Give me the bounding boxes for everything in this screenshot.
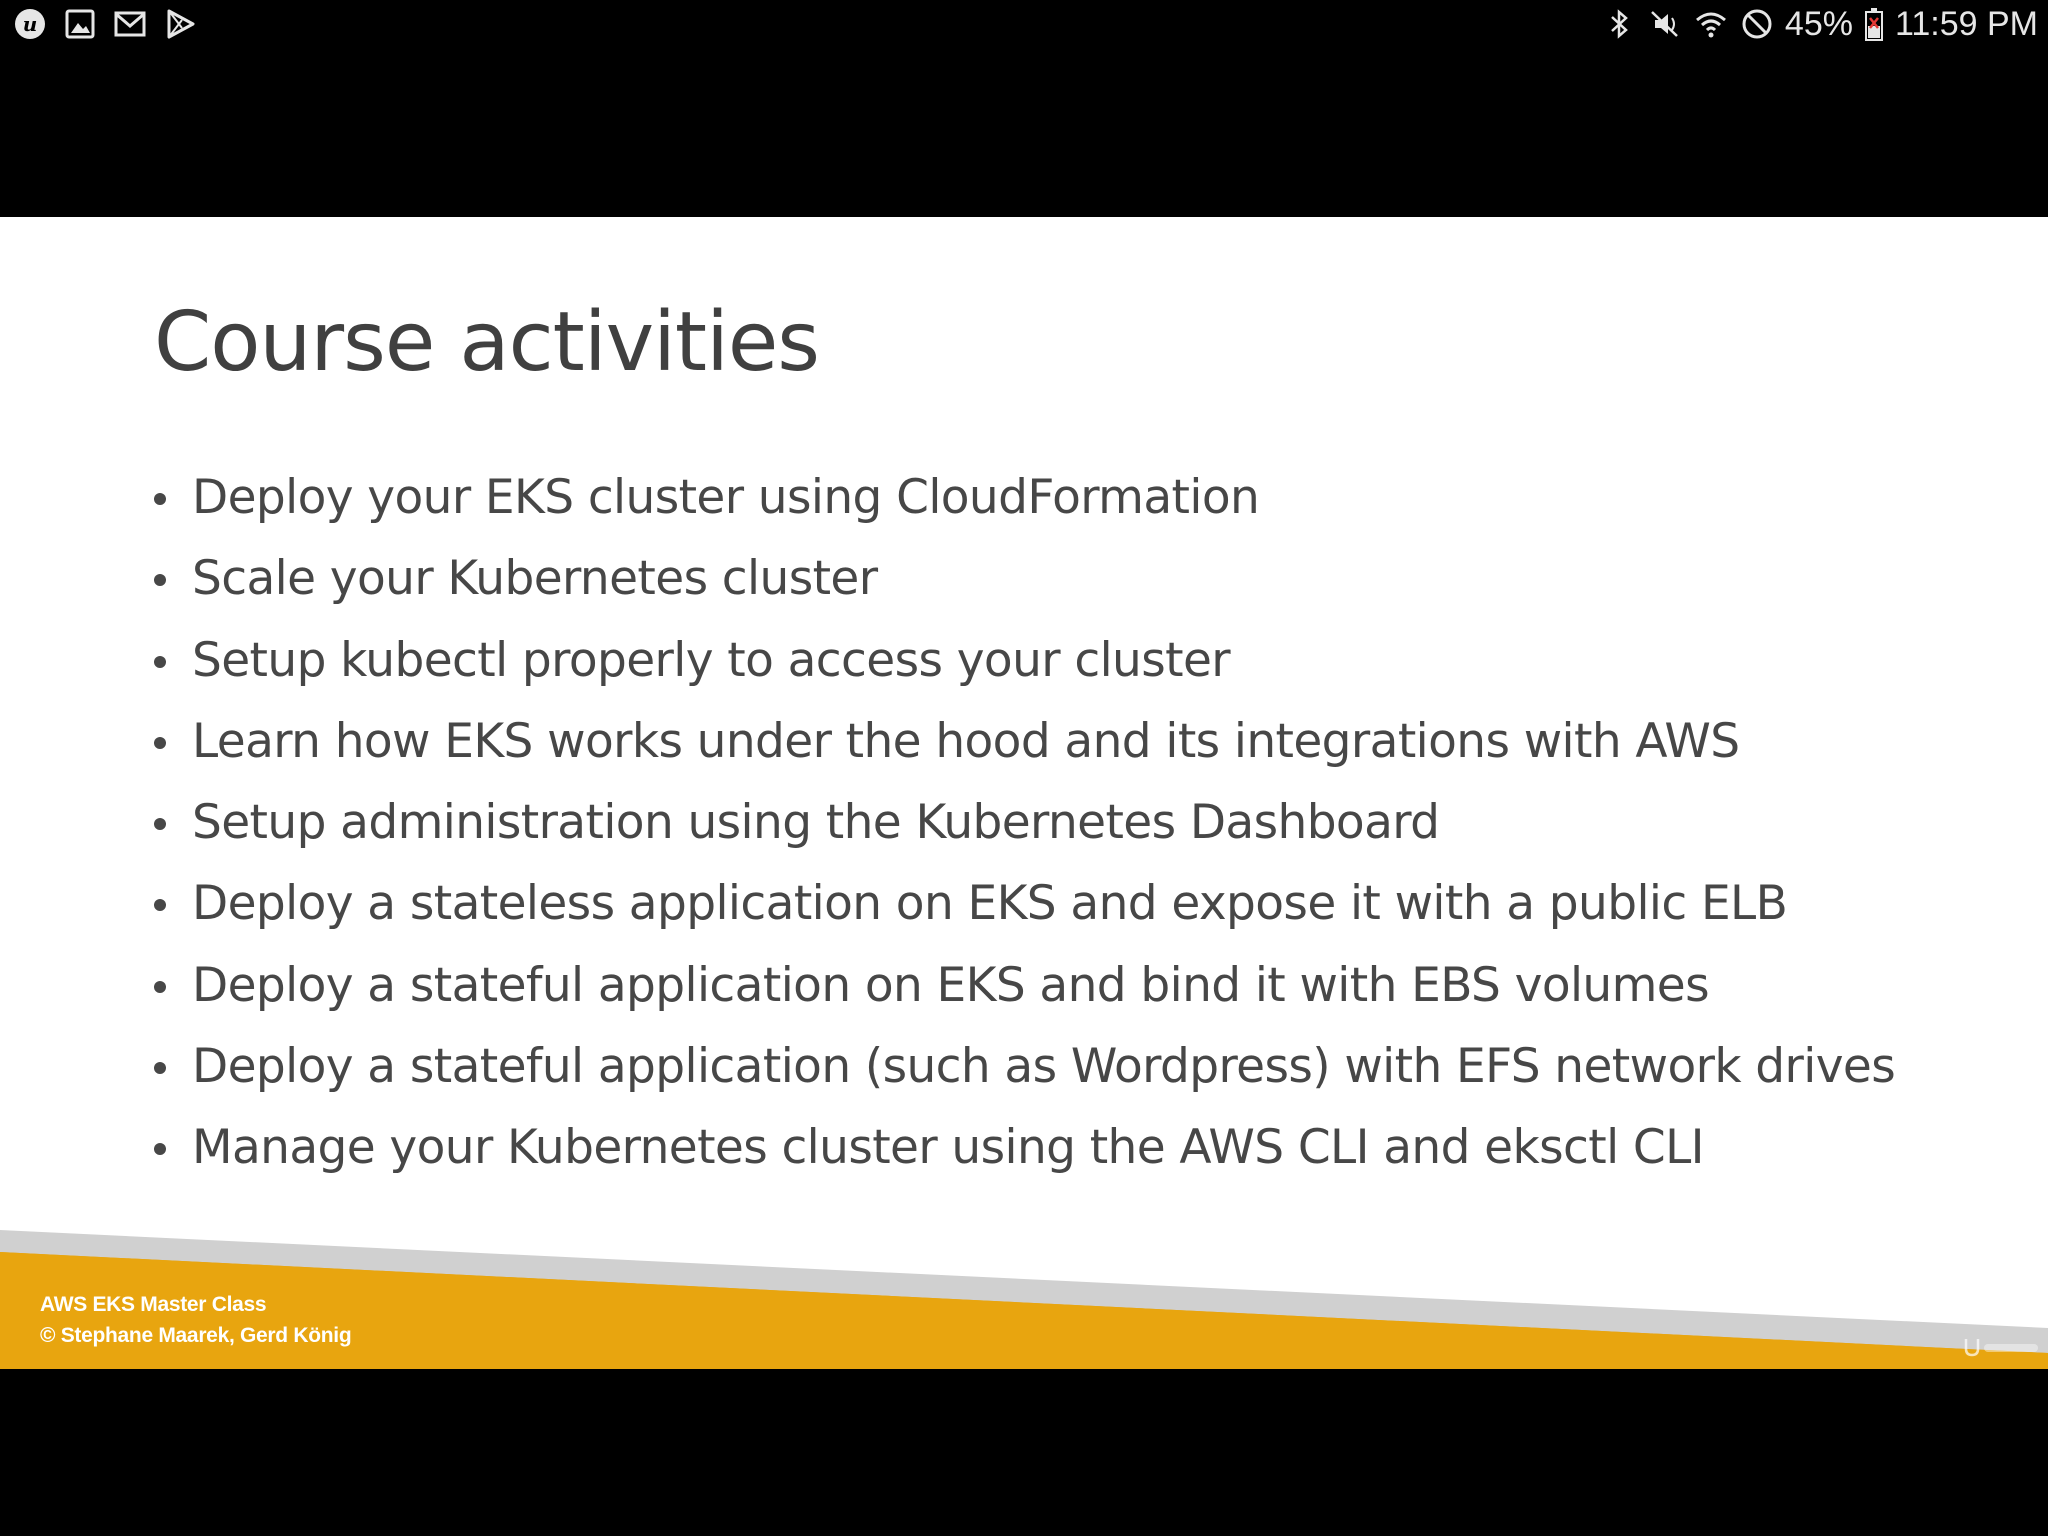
slide: Course activities Deploy your EKS cluste…: [0, 217, 2048, 1369]
bullet-item: Scale your Kubernetes cluster: [154, 538, 1895, 619]
slide-title: Course activities: [154, 295, 820, 390]
wifi-icon: [1693, 6, 1729, 42]
bullet-text: Deploy a stateful application on EKS and…: [192, 957, 1710, 1013]
bullet-dot: [154, 818, 166, 831]
bullet-item: Setup kubectl properly to access your cl…: [154, 620, 1895, 701]
footer-copyright: © Stephane Maarek, Gerd König: [40, 1324, 352, 1347]
bullet-text: Setup administration using the Kubernete…: [192, 795, 1440, 851]
bullet-text: Setup kubectl properly to access your cl…: [192, 632, 1231, 688]
clock: 11:59 PM: [1894, 5, 2038, 43]
bullet-item: Deploy a stateful application on EKS and…: [154, 945, 1895, 1026]
play-store-icon: [162, 6, 198, 42]
bullet-item: Setup administration using the Kubernete…: [154, 782, 1895, 863]
bluetooth-icon: [1601, 6, 1637, 42]
bullet-item: Learn how EKS works under the hood and i…: [154, 701, 1895, 782]
bullet-item: Deploy your EKS cluster using CloudForma…: [154, 457, 1895, 538]
status-bar: u 45%: [0, 0, 2048, 48]
bullet-dot: [154, 980, 166, 993]
bullet-text: Learn how EKS works under the hood and i…: [192, 713, 1740, 769]
bullet-list: Deploy your EKS cluster using CloudForma…: [154, 457, 1896, 1189]
svg-text:u: u: [23, 12, 38, 36]
bullet-text: Deploy a stateful application (such as W…: [192, 1039, 1896, 1095]
gmail-icon: [112, 6, 148, 42]
bullet-text: Deploy your EKS cluster using CloudForma…: [192, 470, 1260, 525]
bullet-dot: [154, 574, 166, 587]
bullet-item: Deploy a stateless application on EKS an…: [154, 863, 1895, 944]
battery-icon: [1863, 6, 1885, 42]
bullet-dot: [154, 736, 166, 749]
bullet-text: Scale your Kubernetes cluster: [192, 551, 878, 607]
mute-icon: [1647, 6, 1683, 42]
bullet-text: Deploy a stateless application on EKS an…: [192, 876, 1788, 932]
bullet-dot: [154, 1143, 166, 1156]
bullet-text: Manage your Kubernetes cluster using the…: [192, 1120, 1705, 1176]
footer-course-name: AWS EKS Master Class: [40, 1293, 267, 1316]
bullet-item: Deploy a stateful application (such as W…: [154, 1026, 1896, 1107]
bullet-dot: [154, 493, 166, 505]
system-status: 45% 11:59 PM: [1601, 4, 2038, 44]
gallery-icon: [62, 6, 98, 42]
do-not-disturb-icon: [1739, 6, 1775, 42]
bullet-item: Manage your Kubernetes cluster using the…: [154, 1107, 1895, 1188]
notification-icons: u: [12, 6, 198, 42]
bullet-dot: [154, 899, 166, 912]
udemy-app-icon: u: [12, 6, 48, 42]
footer-accent-fill: [0, 1252, 2048, 1369]
battery-percent: 45%: [1784, 5, 1853, 43]
udemy-logo-icon: [1964, 1339, 2038, 1357]
bullet-dot: [154, 655, 166, 668]
bullet-dot: [154, 1062, 166, 1075]
footer-band: [0, 1230, 2048, 1369]
